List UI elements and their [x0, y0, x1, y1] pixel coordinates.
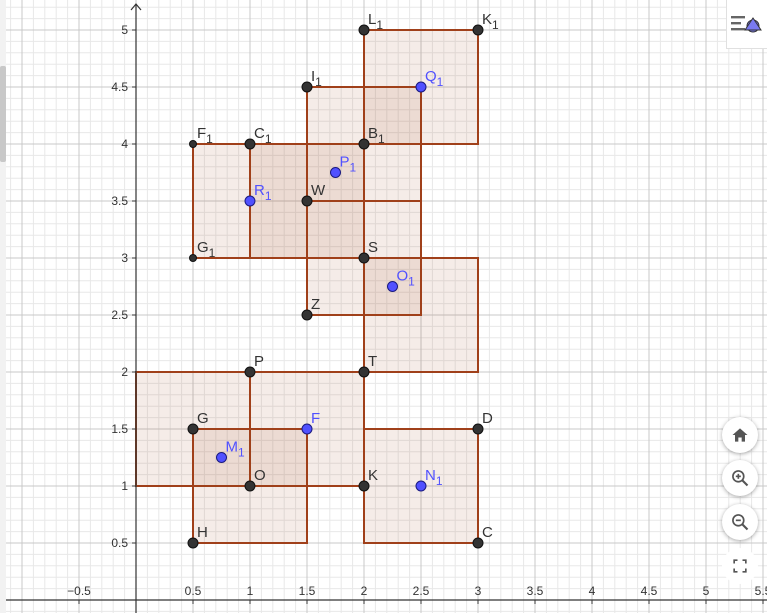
zoom-in-icon: [732, 470, 749, 487]
point-M1[interactable]: [216, 452, 227, 463]
point-G[interactable]: [187, 423, 199, 435]
point-label: O1: [397, 268, 416, 289]
point-O[interactable]: [244, 480, 256, 492]
point-label: O: [254, 467, 266, 484]
point-T[interactable]: [358, 366, 370, 378]
point-L1[interactable]: [358, 24, 370, 36]
x-tick-label: 0.5: [185, 584, 202, 598]
point-label: Z: [311, 296, 320, 313]
x-tick-label: 1: [247, 584, 254, 598]
tick-labels: −0.5 0.5 1 1.5 2 2.5 3 3.5 4 4.5 5 5.5 0.5 1 1.5 2 2.5 3 3…: [67, 23, 767, 604]
home-icon: [732, 428, 748, 442]
zoom-out-button[interactable]: [722, 504, 758, 540]
home-button[interactable]: [722, 417, 758, 453]
y-tick-label: 1.5: [111, 422, 128, 436]
scrollbar-thumb[interactable]: [0, 66, 6, 162]
point-B1[interactable]: [358, 138, 370, 150]
y-tick-label: 5: [121, 23, 128, 37]
point-label: G1: [197, 239, 216, 260]
y-tick-label: 0.5: [111, 536, 128, 550]
axes: [0, 3, 767, 613]
point-label: Q1: [425, 68, 444, 89]
y-tick-label: 2.5: [111, 308, 128, 322]
point-C[interactable]: [472, 537, 484, 549]
point-label: H: [197, 524, 208, 541]
point-label: K: [368, 467, 378, 484]
point-label: B1: [368, 125, 385, 146]
point-W[interactable]: [301, 195, 313, 207]
x-tick-label: 5: [703, 584, 710, 598]
x-tick-label: 3: [475, 584, 482, 598]
x-tick-label: 1.5: [299, 584, 316, 598]
x-tick-label: 3.5: [527, 584, 544, 598]
point-label: M1: [226, 439, 246, 460]
point-K[interactable]: [358, 480, 370, 492]
point-label: W: [311, 182, 326, 199]
x-tick-label: 2: [361, 584, 368, 598]
point-label: C: [482, 524, 493, 541]
x-tick-label: 4: [589, 584, 596, 598]
fullscreen-icon: [733, 559, 747, 573]
y-tick-label: 4.5: [111, 80, 128, 94]
x-tick-label: 4.5: [641, 584, 658, 598]
point-label: F1: [197, 125, 213, 146]
zoom-out-icon: [732, 514, 749, 531]
y-tick-label: 3: [121, 251, 128, 265]
point-label: F: [311, 410, 320, 427]
fullscreen-button[interactable]: [722, 548, 758, 584]
y-tick-label: 1: [121, 479, 128, 493]
point-P1[interactable]: [330, 167, 341, 178]
point-O1[interactable]: [387, 281, 398, 292]
point-label: T: [368, 353, 377, 370]
scrollbar-track[interactable]: [0, 0, 6, 613]
zoom-in-button[interactable]: [722, 460, 758, 496]
x-tick-label: −0.5: [67, 584, 91, 598]
point-label: N1: [425, 467, 443, 488]
point-label: K1: [482, 11, 499, 32]
style-menu-icon: [731, 16, 762, 33]
point-label: I1: [311, 68, 322, 89]
point-K1[interactable]: [472, 24, 484, 36]
point-label: P: [254, 353, 264, 370]
x-tick-label: 5.5: [755, 584, 767, 598]
point-label: C1: [254, 125, 272, 146]
y-tick-label: 3.5: [111, 194, 128, 208]
point-label: D: [482, 410, 493, 427]
point-F[interactable]: [301, 423, 313, 435]
point-S[interactable]: [358, 252, 370, 264]
point-Q1[interactable]: [415, 81, 427, 93]
point-Z[interactable]: [301, 309, 313, 321]
point-C1[interactable]: [244, 138, 256, 150]
point-label: P1: [340, 154, 357, 175]
point-G1[interactable]: [189, 254, 197, 262]
point-D[interactable]: [472, 423, 484, 435]
point-I1[interactable]: [301, 81, 313, 93]
style-menu-button[interactable]: [726, 0, 767, 49]
point-label: S: [368, 239, 378, 256]
point-N1[interactable]: [415, 480, 427, 492]
point-F1[interactable]: [189, 140, 197, 148]
point-H[interactable]: [187, 537, 199, 549]
y-tick-label: 2: [121, 365, 128, 379]
point-label: L1: [368, 11, 383, 32]
point-R1[interactable]: [244, 195, 256, 207]
y-tick-label: 4: [121, 137, 128, 151]
y-axis-arrow: [130, 3, 142, 11]
point-label: R1: [254, 182, 272, 203]
x-tick-label: 2.5: [413, 584, 430, 598]
point-P[interactable]: [244, 366, 256, 378]
point-label: G: [197, 410, 209, 427]
